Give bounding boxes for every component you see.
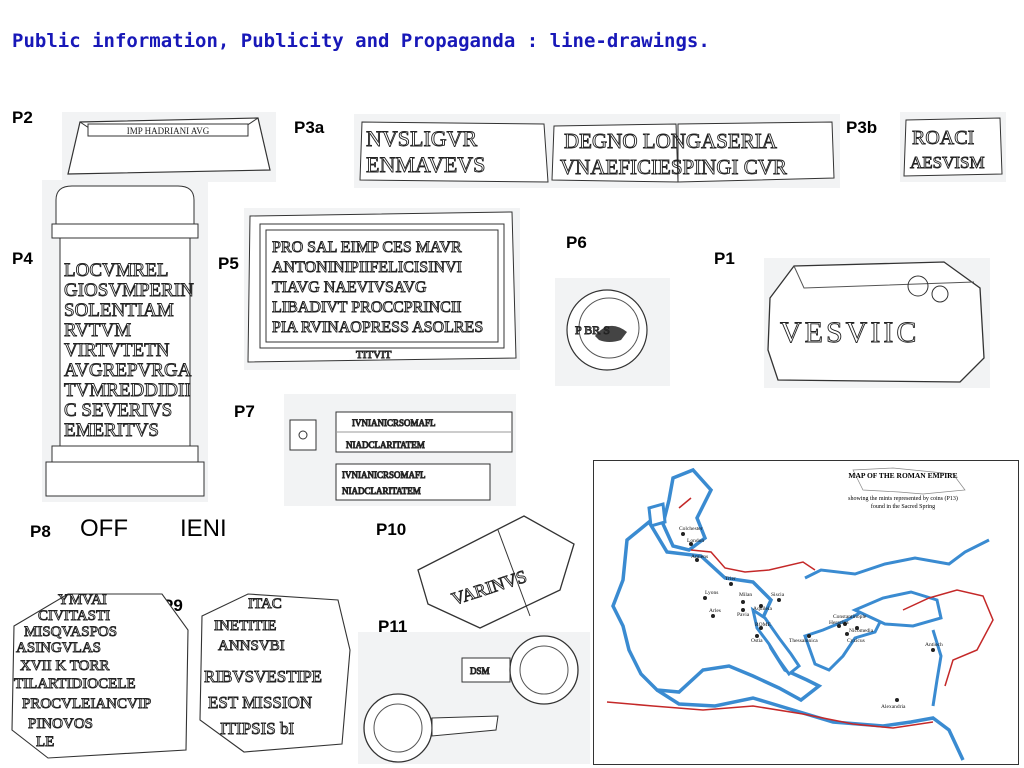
p9-right-line-1: ITAC	[248, 596, 282, 612]
label-p10: P10	[376, 520, 407, 539]
p9-left-line-6: TILARTIDIOCELE	[14, 676, 136, 692]
label-p3a: P3a	[294, 118, 325, 137]
city-milan: Milan	[739, 592, 752, 598]
p4-line-6: AVGREPVRGA	[64, 360, 192, 381]
p9-left-line-5: XVII K TORR	[20, 658, 109, 674]
p3b-line-1: ROACI	[912, 127, 974, 149]
city-lyons: Lyons	[705, 590, 718, 596]
label-p8: P8	[30, 522, 51, 541]
p9-left-line-1: YMVAI	[58, 592, 107, 608]
city-constantinople: Constantinople	[833, 614, 867, 620]
city-heraclea: Heraclea	[829, 620, 849, 626]
p3a-drawing: NVSLIGVR ENMAVEVS DEGNO LONGASERIA VNAEF…	[354, 114, 840, 188]
city-amiens: Amiens	[691, 554, 708, 560]
city-arles: Arles	[709, 608, 721, 614]
label-p4: P4	[12, 249, 33, 268]
p5-line-3: TIAVG NAEVIVSAVG	[272, 279, 427, 296]
page-title: Public information, Publicity and Propag…	[12, 30, 710, 52]
p9-left-line-4: ASINGVLAS	[16, 640, 101, 656]
roman-empire-map: MAP OF THE ROMAN EMPIRE showing the mint…	[593, 460, 1019, 765]
label-p6: P6	[566, 233, 587, 252]
label-p7: P7	[234, 402, 255, 421]
p9-right-line-2: INETITIE	[214, 618, 276, 634]
p9-drawing: YMVAI CIVITASTI MISQVASPOS ASINGVLAS XVI…	[11, 592, 351, 759]
p3a-line-4: VNAEFICIESPINGI CVR	[560, 155, 787, 179]
p3b-line-2: AESVISM	[910, 153, 985, 172]
p10-drawing: VARINVS	[417, 515, 575, 629]
p4-line-3: SOLENTIAM	[64, 300, 174, 321]
p5-line-1: PRO SAL EIMP CES MAVR	[272, 239, 462, 256]
p4-drawing: LOCVMREL GIOSVMPERIN SOLENTIAM RVTVM VIR…	[42, 180, 208, 502]
city-antioch: Antioch	[925, 642, 943, 648]
city-alexandria: Alexandria	[881, 704, 906, 710]
p2-drawing: IMP HADRIANI AVG	[62, 112, 276, 182]
p4-line-4: RVTVM	[64, 320, 131, 341]
p2-inscription: IMP HADRIANI AVG	[127, 126, 210, 136]
p1-drawing: VESVIIC	[764, 258, 990, 388]
p11-drawing: DSM	[358, 632, 590, 764]
p11-inscription: DSM	[470, 666, 490, 676]
map-title: MAP OF THE ROMAN EMPIRE	[848, 471, 957, 480]
p3a-line-3: DEGNO LONGASERIA	[564, 129, 778, 153]
p3a-line-2: ENMAVEVS	[366, 152, 485, 177]
p7-line-4: NIADCLARITATEM	[342, 486, 421, 496]
p4-line-5: VIRTVTETN	[64, 340, 170, 361]
p9-right-line-5: EST MISSION	[208, 693, 312, 712]
city-thessalonica: Thessalonica	[789, 638, 818, 644]
p3a-line-1: NVSLIGVR	[366, 126, 478, 151]
city-london: London	[687, 538, 704, 544]
p9-right-line-4: RIBVSVESTIPE	[204, 667, 322, 686]
p4-line-9: EMERITVS	[64, 420, 159, 441]
p9-right-line-6: ITIPSIS bI	[220, 719, 294, 738]
label-p2: P2	[12, 108, 33, 127]
p5-line-4: LIBADIVT PROCCPRINCII	[272, 299, 462, 316]
city-rome: ROME	[755, 622, 772, 628]
p9-left-line-7: PROCVLEIANCVIP	[22, 696, 151, 712]
p5-line-5: PIA RVINAOPRESS ASOLRES	[272, 319, 483, 336]
p9-left-line-3: MISQVASPOS	[24, 624, 117, 640]
p3b-drawing: ROACI AESVISM	[900, 112, 1006, 182]
label-p5: P5	[218, 254, 239, 273]
p4-line-2: GIOSVMPERIN	[64, 280, 194, 301]
city-pavia: Pavia	[737, 612, 750, 618]
city-ostia: Ostia	[751, 638, 763, 644]
p7-line-1: IVNIANICRSOMAFL	[352, 418, 436, 428]
p9-left-line-8: PINOVOS	[28, 716, 93, 732]
p7-line-3: IVNIANICRSOMAFL	[342, 470, 426, 480]
city-cyzicus: Cyzicus	[847, 638, 865, 644]
city-nicomedia: Nicomedia	[849, 628, 874, 634]
p8-inscription-left: OFF	[80, 515, 128, 542]
city-trier: Trier	[725, 576, 736, 582]
p5-line-2: ANTONINIPIIFELICISINVI	[272, 259, 462, 276]
p4-line-7: TVMREDDIDII	[64, 380, 191, 401]
map-subtitle-line-1: showing the mints represented by coins (…	[848, 495, 958, 502]
p4-line-1: LOCVMREL	[64, 260, 169, 281]
p5-line-6: TITVIT	[356, 349, 392, 361]
label-p1: P1	[714, 249, 735, 268]
p6-drawing: P BR S	[555, 278, 670, 386]
p5-drawing: PRO SAL EIMP CES MAVR ANTONINIPIIFELICIS…	[244, 208, 520, 370]
p4-line-8: C SEVERIVS	[64, 400, 172, 421]
p8-inscription-right: IENI	[180, 515, 227, 542]
p1-inscription: VESVIIC	[780, 316, 919, 349]
city-siscia: Siscia	[771, 592, 785, 598]
p7-line-2: NIADCLARITATEM	[346, 440, 425, 450]
p9-left-line-9: LE	[36, 734, 54, 750]
label-p11: P11	[378, 617, 408, 636]
city-aquileia: Aquileia	[753, 606, 772, 612]
map-subtitle-line-2: found in the Sacred Spring	[871, 503, 935, 510]
p6-text: P BR S	[575, 323, 610, 337]
p9-left-line-2: CIVITASTI	[38, 608, 110, 624]
city-colchester: Colchester	[679, 526, 703, 532]
p7-drawing: IVNIANICRSOMAFL NIADCLARITATEM IVNIANICR…	[284, 394, 516, 506]
p9-right-line-3: ANNSVBI	[218, 638, 285, 654]
label-p3b: P3b	[846, 118, 878, 137]
